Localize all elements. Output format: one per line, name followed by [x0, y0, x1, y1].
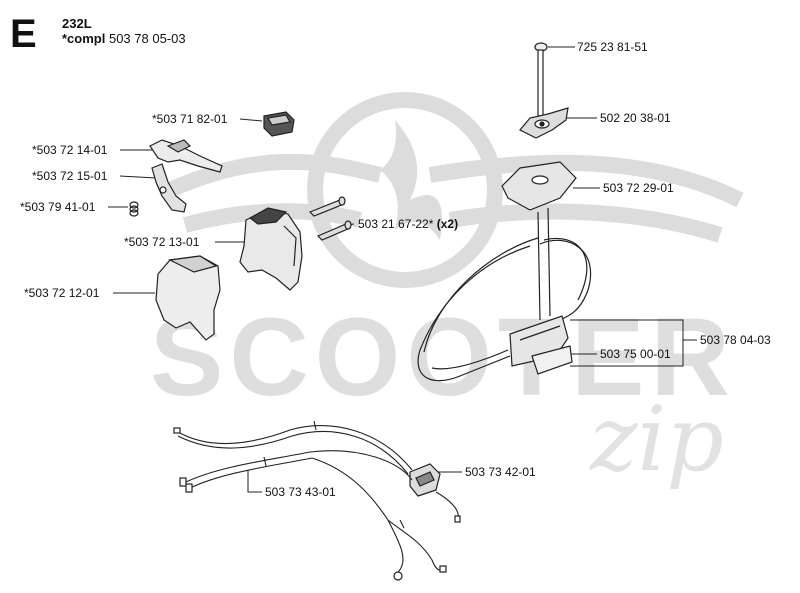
- part-label-503-21-67-22-quantity: (x2): [436, 217, 459, 231]
- knob: [519, 107, 569, 139]
- leader-bracket-p11: [570, 319, 684, 367]
- leader-p6: [119, 175, 157, 179]
- part-label-725-23-81-51: 725 23 81-51: [577, 40, 648, 54]
- clamp-top: [501, 161, 577, 211]
- wire-terminals: [173, 427, 461, 581]
- part-label-503-72-12-01: *503 72 12-01: [24, 286, 100, 300]
- watermark-text-script: zip: [589, 387, 724, 492]
- spring: [129, 201, 139, 217]
- part-label-502-20-38-01: 502 20 38-01: [600, 111, 671, 125]
- part-label-503-73-42-01: 503 73 42-01: [465, 465, 536, 479]
- leader-p14: [247, 470, 262, 493]
- part-label-503-75-00-01: 503 75 00-01: [600, 347, 671, 361]
- screws: [308, 196, 352, 241]
- part-label-503-72-14-01: *503 72 14-01: [32, 143, 108, 157]
- lockout-lever: [151, 163, 187, 213]
- housing-left: [155, 255, 221, 341]
- leader-p4: [239, 118, 263, 122]
- switch: [263, 111, 295, 137]
- housing-right: [239, 207, 303, 291]
- part-label-503-71-82-01: *503 71 82-01: [152, 112, 228, 126]
- part-label-503-79-41-01: *503 79 41-01: [20, 200, 96, 214]
- connector: [409, 463, 441, 497]
- complete-assembly-number: *compl 503 78 05-03: [62, 31, 186, 46]
- wire-harness: [177, 420, 459, 573]
- part-label-503-72-29-01: 503 72 29-01: [603, 181, 674, 195]
- model-number: 232L: [62, 16, 92, 31]
- bolt-long: [534, 42, 548, 117]
- watermark-text-main: SCOOTER: [150, 296, 736, 419]
- throttle-trigger: [149, 139, 223, 173]
- part-label-503-72-15-01: *503 72 15-01: [32, 169, 108, 183]
- part-label-503-78-04-03: 503 78 04-03: [700, 333, 771, 347]
- compl-number: 503 78 05-03: [108, 31, 186, 46]
- part-label-503-21-67-22: 503 21 67-22* (x2): [358, 217, 458, 231]
- part-label-503-72-13-01: *503 72 13-01: [124, 235, 200, 249]
- compl-prefix: *compl: [62, 31, 106, 46]
- section-letter: E: [10, 12, 37, 56]
- part-label-503-21-67-22-number: 503 21 67-22*: [358, 217, 434, 231]
- loop-handle: [417, 207, 592, 382]
- part-label-503-73-43-01: 503 73 43-01: [265, 485, 336, 499]
